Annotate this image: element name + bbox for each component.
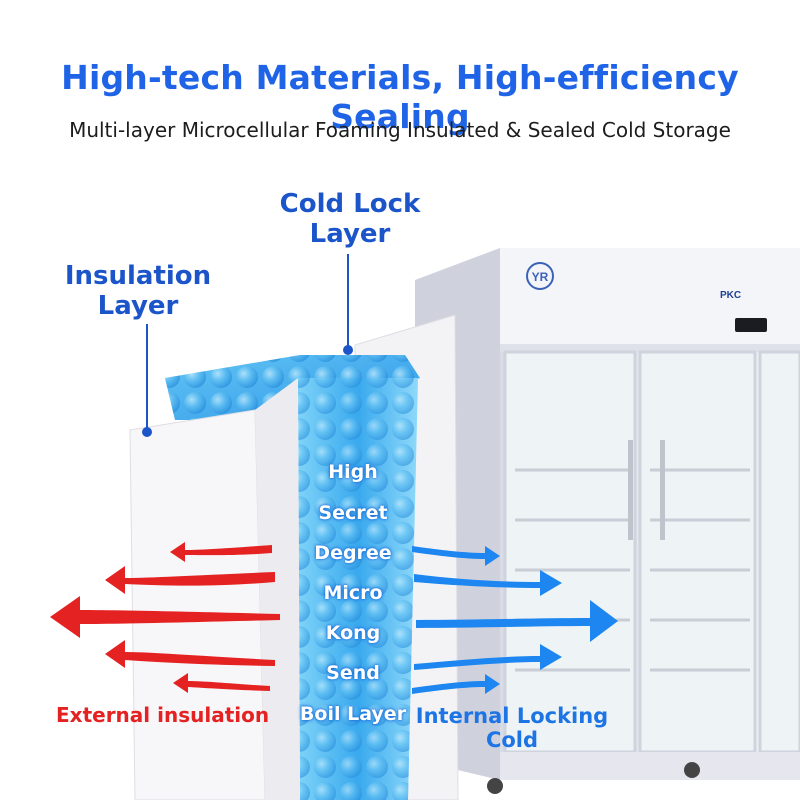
red-arrow-2 bbox=[105, 566, 275, 594]
insulation-layer-label: Insulation Layer bbox=[64, 261, 212, 321]
blue-arrow-1 bbox=[412, 546, 500, 566]
insulation-panel bbox=[129, 409, 266, 800]
fridge-door-right bbox=[758, 350, 800, 754]
temperature-display bbox=[735, 318, 767, 332]
internal-locking-cold-label: Internal Locking Cold bbox=[415, 704, 609, 753]
red-arrow-1 bbox=[170, 542, 272, 562]
blue-arrow-2 bbox=[414, 570, 562, 596]
panel-brand: PKC bbox=[720, 290, 741, 301]
layer-word-7: Boil Layer bbox=[299, 703, 407, 725]
blue-arrow-3 bbox=[416, 600, 618, 642]
brand-mark: YR bbox=[532, 270, 549, 284]
blue-arrow-5 bbox=[412, 674, 500, 694]
cold-lock-layer-label: Cold Lock Layer bbox=[279, 189, 421, 249]
red-arrow-4 bbox=[105, 640, 275, 668]
red-arrow-5 bbox=[173, 673, 270, 693]
layer-word-1: High bbox=[328, 461, 378, 483]
external-heat-arrows bbox=[50, 542, 280, 693]
layer-word-2: Secret bbox=[318, 502, 388, 524]
brand-logo-icon bbox=[526, 262, 554, 290]
layer-word-6: Send bbox=[326, 662, 380, 684]
refrigerator: YR PKC bbox=[415, 248, 800, 794]
page-title: High-tech Materials, High-efficiency Sea… bbox=[61, 58, 739, 136]
external-insulation-label: External insulation bbox=[56, 703, 270, 727]
layer-word-5: Kong bbox=[325, 622, 381, 644]
layer-word-4: Micro bbox=[323, 582, 383, 604]
layer-word-3: Degree bbox=[314, 542, 392, 564]
page-subtitle: Multi-layer Microcellular Foaming Insula… bbox=[69, 118, 731, 142]
internal-cold-arrows bbox=[412, 546, 618, 694]
red-arrow-3 bbox=[50, 596, 280, 638]
blue-arrow-4 bbox=[414, 644, 562, 670]
fridge-door-middle bbox=[638, 350, 757, 754]
fridge-door-left bbox=[503, 350, 637, 754]
